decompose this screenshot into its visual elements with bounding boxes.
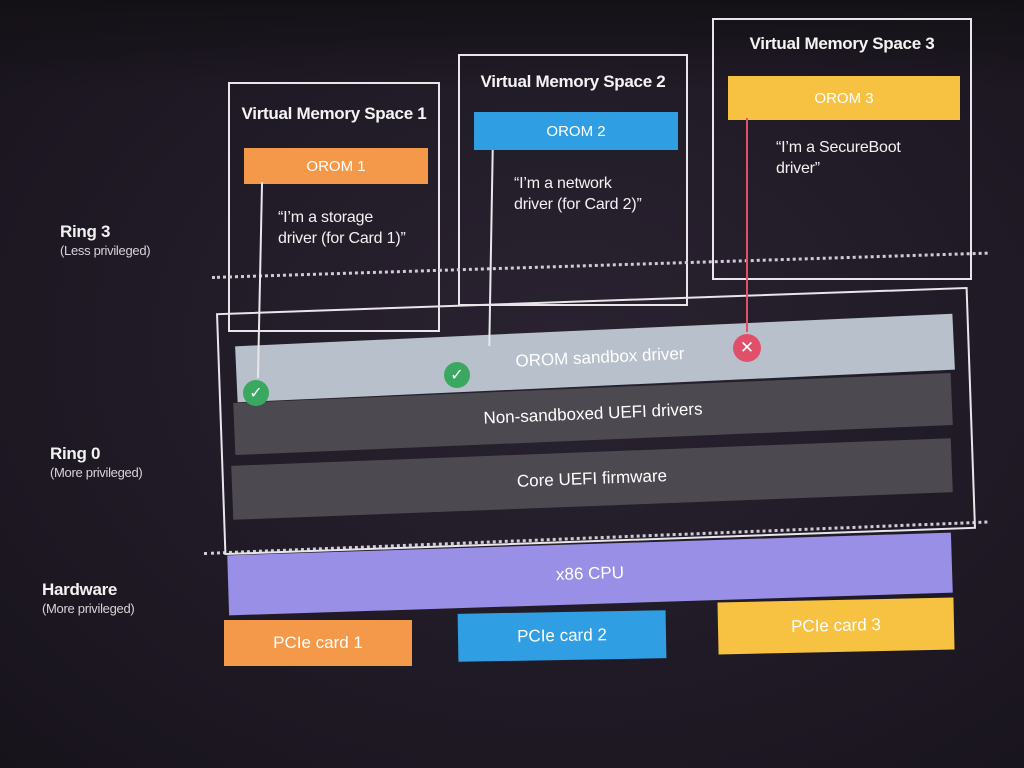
pcie-card-3: PCIe card 3 [717,597,955,655]
orom-sandbox-driver-label: OROM sandbox driver [515,343,685,371]
virtual-memory-space-1: Virtual Memory Space 1 OROM 1 “I’m a sto… [228,82,440,332]
orom-3-box: OROM 3 [728,76,960,120]
vm-space-2-title: Virtual Memory Space 2 [480,72,666,91]
virtual-memory-space-2: Virtual Memory Space 2 OROM 2 “I’m a net… [458,54,688,306]
orom-2-quote: “I’m a network driver (for Card 2)” [514,175,642,213]
allowed-check-icon-2: ✓ [444,362,470,388]
virtual-memory-space-3: Virtual Memory Space 3 OROM 3 “I’m a Sec… [712,18,972,280]
pcie-card-1: PCIe card 1 [224,620,412,666]
orom-3-arrow [746,118,748,332]
vm-space-3-title: Virtual Memory Space 3 [749,34,935,53]
vm-space-1-title: Virtual Memory Space 1 [241,104,427,123]
ring3-label: Ring 3 (Less privileged) [60,222,151,258]
orom-2-box: OROM 2 [474,112,678,150]
orom-1-quote: “I’m a storage driver (for Card 1)” [278,209,406,247]
orom-1-box: OROM 1 [244,148,428,184]
denied-cross-icon: ✕ [733,334,761,362]
non-sandboxed-uefi-label: Non-sandboxed UEFI drivers [483,399,703,428]
ring0-label: Ring 0 (More privileged) [50,444,143,480]
pcie-card-2: PCIe card 2 [457,610,667,662]
core-uefi-label: Core UEFI firmware [516,466,668,491]
allowed-check-icon-1: ✓ [243,380,269,406]
hardware-label: Hardware (More privileged) [42,580,135,616]
orom-3-quote: “I’m a SecureBoot driver” [776,139,901,177]
x86-cpu-label: x86 CPU [555,562,625,585]
slide-top-edge [0,0,1024,90]
